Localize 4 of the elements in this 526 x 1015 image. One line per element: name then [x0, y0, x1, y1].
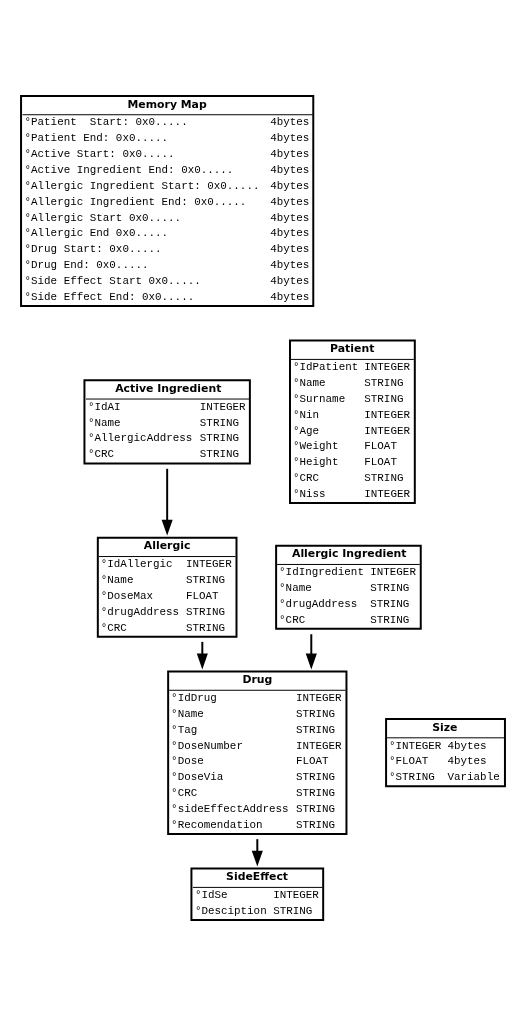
arrow — [305, 632, 317, 669]
arrow — [251, 837, 263, 867]
arrow — [161, 467, 173, 536]
arrow — [196, 640, 208, 669]
